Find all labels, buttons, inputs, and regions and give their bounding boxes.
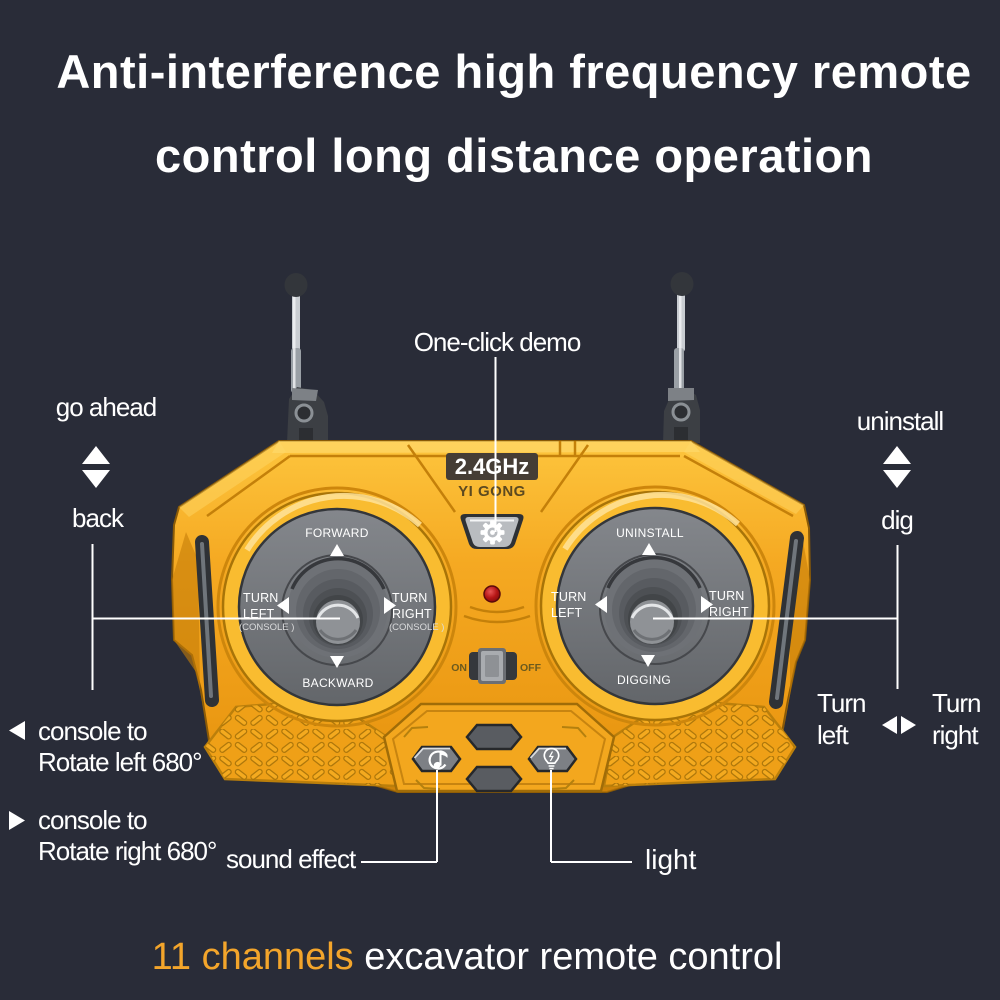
svg-text:TURN: TURN	[243, 591, 279, 605]
svg-text:LEFT: LEFT	[551, 606, 583, 620]
svg-text:(CONSOLE ): (CONSOLE )	[239, 622, 294, 633]
svg-text:(CONSOLE ): (CONSOLE )	[389, 622, 444, 633]
svg-text:RIGHT: RIGHT	[392, 607, 432, 621]
svg-text:TURN: TURN	[392, 591, 428, 605]
svg-text:TURN: TURN	[709, 589, 745, 603]
svg-text:RIGHT: RIGHT	[709, 605, 749, 619]
svg-text:OFF: OFF	[520, 662, 542, 674]
svg-text:TURN: TURN	[551, 590, 587, 604]
svg-text:UNINSTALL: UNINSTALL	[616, 526, 684, 540]
svg-text:BACKWARD: BACKWARD	[302, 676, 373, 690]
svg-text:YI GONG: YI GONG	[458, 483, 526, 500]
svg-text:FORWARD: FORWARD	[305, 526, 368, 540]
svg-text:ON: ON	[451, 662, 467, 674]
svg-text:2.4GHz: 2.4GHz	[455, 454, 530, 479]
svg-text:DIGGING: DIGGING	[617, 673, 671, 687]
